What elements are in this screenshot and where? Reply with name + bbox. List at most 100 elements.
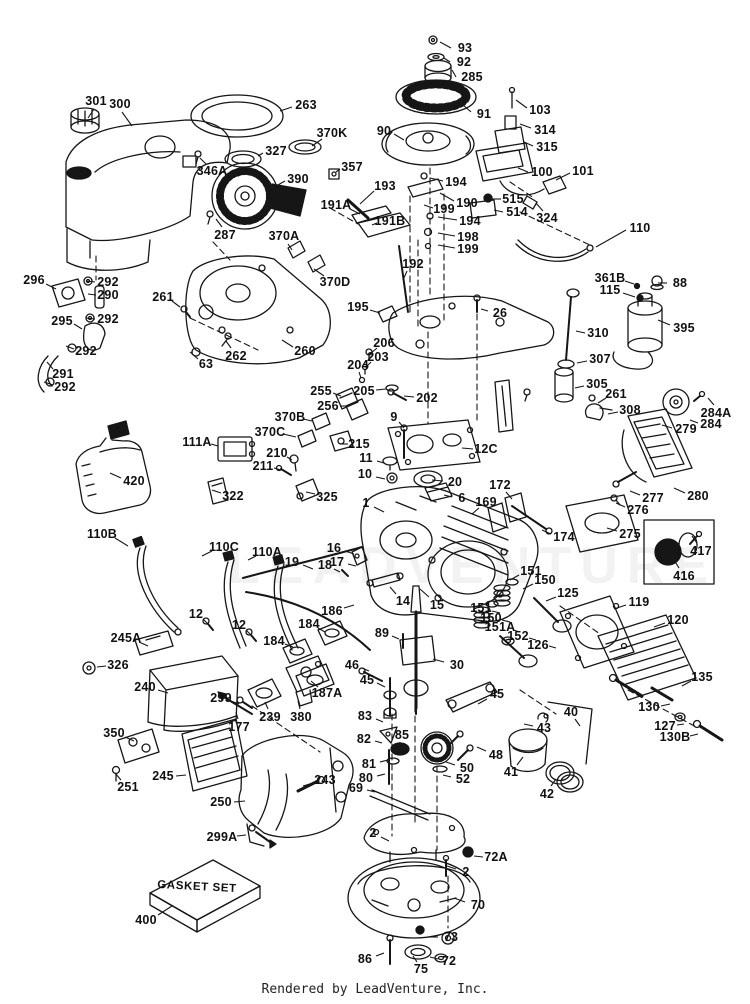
ignition-art xyxy=(469,86,594,262)
part-label-48: 48 xyxy=(488,748,504,762)
leader-line-92 xyxy=(443,57,451,63)
leader-line-125 xyxy=(545,596,557,602)
leader-line-20 xyxy=(431,479,444,482)
leader-line-395 xyxy=(657,319,671,326)
part-label-103: 103 xyxy=(529,103,551,117)
leader-line-174 xyxy=(541,529,552,535)
dipstick-starter-art xyxy=(554,275,706,421)
part-label-210: 210 xyxy=(266,446,288,460)
leader-line-100 xyxy=(517,167,529,173)
leader-line-40 xyxy=(574,718,581,727)
part-label-245A: 245A xyxy=(110,631,142,645)
part-label-11: 11 xyxy=(359,451,373,465)
leader-line-103 xyxy=(515,99,528,109)
leader-line-135 xyxy=(681,680,692,687)
part-label-277: 277 xyxy=(642,491,664,505)
part-label-192: 192 xyxy=(402,257,424,271)
leader-line-205 xyxy=(375,388,387,391)
part-label-150: 150 xyxy=(480,611,502,625)
leader-line-279 xyxy=(661,424,673,429)
leader-line-380 xyxy=(297,700,301,710)
leader-line-6 xyxy=(443,494,453,498)
part-label-190: 190 xyxy=(456,196,478,210)
leader-line-126 xyxy=(548,645,557,649)
part-label-292: 292 xyxy=(97,275,119,289)
leader-line-151 xyxy=(491,610,501,614)
mid-hardware-art xyxy=(297,348,531,448)
part-label-204: 204 xyxy=(347,358,369,372)
part-label-299A: 299A xyxy=(206,830,238,844)
leader-line-150 xyxy=(522,583,534,590)
leader-line-245A xyxy=(138,641,149,647)
leader-line-120 xyxy=(653,622,666,628)
part-label-290: 290 xyxy=(97,288,119,302)
part-label-18: 18 xyxy=(317,558,333,572)
part-label-191A: 191A xyxy=(320,198,352,212)
leader-line-83 xyxy=(375,718,384,723)
part-label-215: 215 xyxy=(348,437,370,451)
part-label-350: 350 xyxy=(103,726,125,740)
part-label-245: 245 xyxy=(152,769,174,783)
leader-line-110C xyxy=(201,550,213,557)
leader-line-190 xyxy=(439,192,455,202)
leader-line-17 xyxy=(347,563,357,567)
part-label-151A: 151A xyxy=(484,620,516,634)
part-label-90: 90 xyxy=(376,124,392,138)
part-label-81: 81 xyxy=(361,757,377,771)
leader-line-315 xyxy=(523,141,534,147)
leader-line-291 xyxy=(46,361,54,370)
leader-line-187A xyxy=(310,680,319,688)
part-label-120: 120 xyxy=(667,613,689,627)
leader-line-86 xyxy=(375,952,385,957)
part-label-324: 324 xyxy=(536,211,558,225)
leader-line-211 xyxy=(273,467,282,471)
part-label-314: 314 xyxy=(534,123,556,137)
part-label-127: 127 xyxy=(654,719,676,733)
leader-line-307 xyxy=(576,360,588,364)
leader-line-295 xyxy=(73,323,83,330)
part-label-279: 279 xyxy=(675,422,697,436)
part-label-125: 125 xyxy=(557,586,579,600)
leader-line-194 xyxy=(437,216,458,221)
credit-line: Rendered by LeadVenture, Inc. xyxy=(261,982,489,997)
part-label-395: 395 xyxy=(673,321,695,335)
leader-line-46 xyxy=(361,667,370,672)
part-label-184: 184 xyxy=(298,617,320,631)
part-label-285: 285 xyxy=(461,70,483,84)
part-label-202: 202 xyxy=(416,391,438,405)
leader-line-93 xyxy=(439,41,452,49)
leader-line-299 xyxy=(230,700,240,705)
leader-line-280 xyxy=(673,487,686,494)
leader-line-199 xyxy=(437,244,456,249)
leader-line-206 xyxy=(369,347,378,355)
part-label-310: 310 xyxy=(587,326,609,340)
leader-line-50 xyxy=(445,761,456,766)
leader-line-12 xyxy=(245,629,253,637)
part-label-205: 205 xyxy=(353,384,375,398)
leader-line-296 xyxy=(45,283,57,290)
leader-line-186 xyxy=(343,604,355,609)
blower-housing-art xyxy=(180,255,331,365)
part-label-261: 261 xyxy=(605,387,627,401)
leader-line-81 xyxy=(379,759,389,763)
air-filter-art xyxy=(565,408,715,585)
part-label-17: 17 xyxy=(329,555,345,569)
part-label-357: 357 xyxy=(341,160,363,174)
part-label-199: 199 xyxy=(433,202,455,216)
leader-line-119 xyxy=(613,604,627,610)
part-label-299: 299 xyxy=(210,691,232,705)
part-label-80: 80 xyxy=(358,771,374,785)
part-label-6: 6 xyxy=(458,491,466,505)
leader-line-204 xyxy=(358,371,362,379)
leader-line-357 xyxy=(335,168,341,173)
leader-line-203 xyxy=(365,361,372,368)
part-label-514: 514 xyxy=(506,205,528,219)
leader-line-151A xyxy=(512,629,521,633)
leader-line-261 xyxy=(171,300,181,308)
part-label-151: 151 xyxy=(470,601,492,615)
part-label-50: 50 xyxy=(459,761,475,775)
part-label-211: 211 xyxy=(252,459,274,473)
part-label-206: 206 xyxy=(373,336,395,350)
part-label-75: 75 xyxy=(413,962,429,976)
part-label-86: 86 xyxy=(357,952,373,966)
